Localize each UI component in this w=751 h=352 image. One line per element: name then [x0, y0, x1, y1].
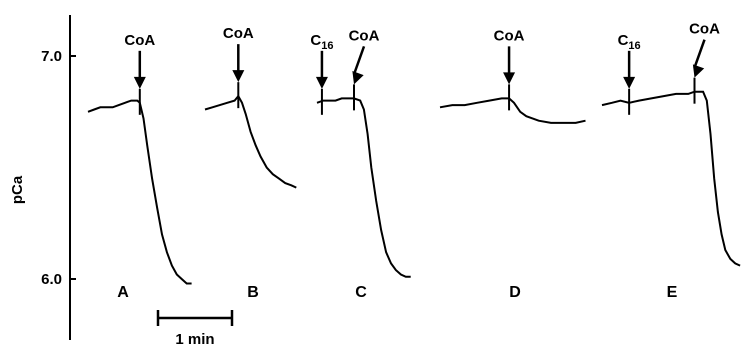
annotation-arrow-head-4-1: [692, 64, 705, 78]
trace-A: [87, 99, 192, 285]
annotation-arrow-head-3-0: [503, 72, 516, 85]
annotation-label-2-1: CoA: [349, 27, 380, 44]
annotation-arrow-head-2-1: [352, 71, 364, 85]
annotation-label-4-0: C16: [618, 32, 641, 52]
panel-label-C: C: [355, 284, 367, 301]
scale-bar-label: 1 min: [175, 331, 214, 347]
panel-label-D: D: [509, 284, 521, 301]
annotation-arrow-head-2-0: [315, 76, 328, 89]
trace-E: [601, 90, 741, 267]
annotation-arrow-head-0-0: [133, 76, 146, 89]
annotation-label-2-0: C16: [310, 32, 333, 52]
y-ticks-group: 7.0 6.0: [41, 48, 76, 288]
annotation-label-3-0: CoA: [494, 27, 525, 44]
trace-D: [439, 97, 586, 124]
traces-group: CoA A CoA B C16 CoA C CoA D C16 CoA E: [87, 21, 741, 301]
trace-C: [316, 97, 411, 278]
annotation-arrow-head-4-0: [623, 76, 636, 89]
panel-label-B: B: [247, 284, 259, 301]
annotation-label-1-0: CoA: [223, 25, 254, 42]
trace-B: [204, 94, 297, 189]
panel-label-A: A: [117, 284, 129, 301]
annotation-label-4-1: CoA: [689, 21, 720, 38]
scale-bar: 1 min: [156, 310, 234, 348]
annotation-arrow-shaft-2-1: [352, 45, 366, 75]
y-axis-label: pCa: [9, 175, 26, 204]
y-tick-label-1: 6.0: [41, 271, 62, 288]
annotation-arrow-shaft-4-1: [693, 39, 706, 69]
annotation-arrow-head-1-0: [232, 70, 245, 83]
y-tick-label-0: 7.0: [41, 48, 62, 65]
panel-label-E: E: [667, 284, 678, 301]
annotation-label-0-0: CoA: [124, 32, 155, 49]
